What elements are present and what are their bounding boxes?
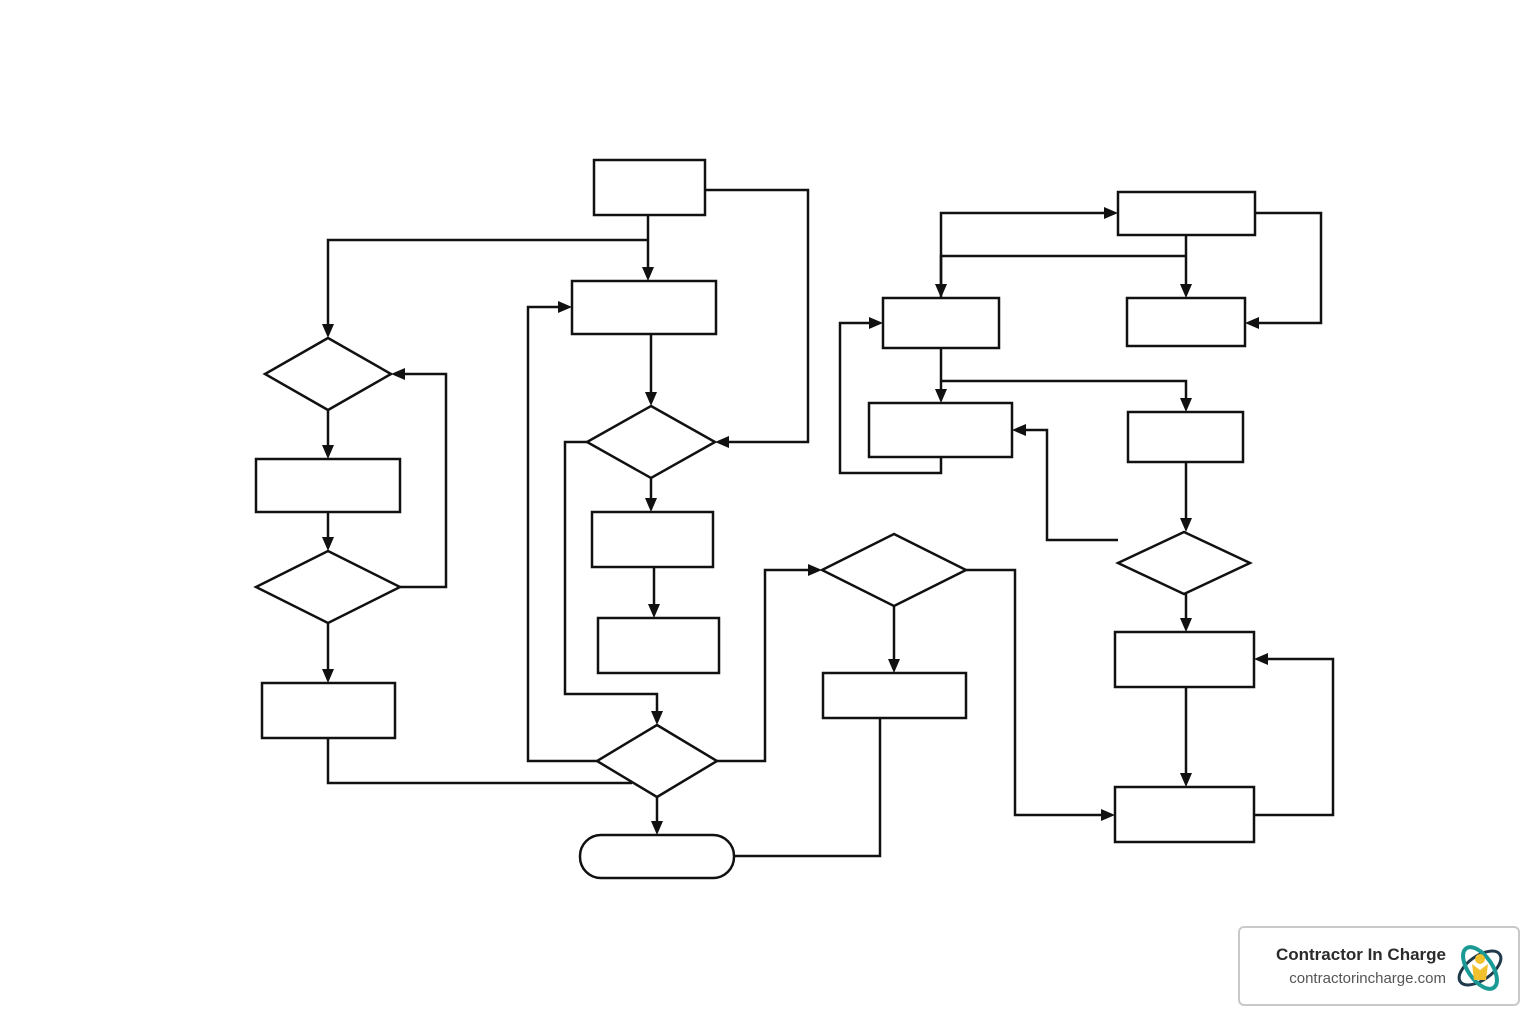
arrowhead bbox=[322, 669, 334, 683]
decision-diamond bbox=[819, 532, 969, 608]
arrowhead bbox=[1180, 284, 1192, 298]
connector-line bbox=[939, 211, 1108, 298]
connector-line bbox=[705, 188, 810, 444]
brand-url: contractorincharge.com bbox=[1289, 970, 1446, 987]
process-box bbox=[260, 681, 397, 740]
arrowhead bbox=[1104, 207, 1118, 219]
arrowhead bbox=[715, 436, 729, 448]
arrowhead bbox=[645, 498, 657, 512]
process-box bbox=[570, 279, 718, 336]
arrowhead bbox=[322, 537, 334, 551]
arrowhead bbox=[651, 821, 663, 835]
connector-line bbox=[966, 568, 1105, 817]
decision-diamond bbox=[1115, 530, 1253, 596]
arrowhead bbox=[869, 317, 883, 329]
decision-diamond bbox=[594, 723, 720, 799]
process-box bbox=[1116, 190, 1257, 237]
arrowhead bbox=[1180, 518, 1192, 532]
arrowhead bbox=[1180, 398, 1192, 412]
connector-line bbox=[939, 254, 1186, 288]
flowchart-nodes bbox=[253, 158, 1257, 880]
arrowhead bbox=[322, 445, 334, 459]
arrowhead bbox=[1180, 773, 1192, 787]
connector-line bbox=[838, 321, 943, 475]
process-box bbox=[1126, 410, 1245, 464]
process-box bbox=[821, 671, 968, 720]
connector-line bbox=[734, 718, 882, 858]
process-box bbox=[592, 158, 707, 217]
decision-diamond bbox=[262, 336, 394, 412]
watermark-badge: Contractor In Charge contractorincharge.… bbox=[1238, 926, 1520, 1006]
arrowhead bbox=[935, 284, 947, 298]
process-box bbox=[1113, 785, 1256, 844]
connector-lines bbox=[326, 188, 1335, 858]
arrowhead bbox=[648, 604, 660, 618]
connector-line bbox=[400, 372, 448, 589]
process-box bbox=[1113, 630, 1256, 689]
arrowhead bbox=[888, 659, 900, 673]
connector-line bbox=[526, 305, 597, 763]
connector-line bbox=[941, 379, 1188, 402]
arrowhead bbox=[808, 564, 822, 576]
arrowhead bbox=[558, 301, 572, 313]
connector-arrowheads bbox=[322, 207, 1268, 835]
arrowhead bbox=[642, 267, 654, 281]
decision-diamond bbox=[584, 404, 718, 480]
brand-name: Contractor In Charge bbox=[1275, 945, 1446, 964]
arrowhead bbox=[935, 389, 947, 403]
connector-line bbox=[1022, 428, 1118, 542]
arrowhead bbox=[322, 324, 334, 338]
terminator-node bbox=[578, 833, 736, 880]
connector-line bbox=[717, 568, 812, 763]
connector-line bbox=[1254, 657, 1335, 817]
connector-line bbox=[1255, 211, 1323, 325]
arrowhead bbox=[651, 711, 663, 725]
arrowhead bbox=[1101, 809, 1115, 821]
process-box bbox=[596, 616, 721, 675]
process-box bbox=[1125, 296, 1247, 348]
process-box bbox=[590, 510, 715, 569]
process-box bbox=[867, 401, 1014, 459]
arrowhead bbox=[1245, 317, 1259, 329]
connector-line bbox=[563, 440, 659, 715]
decision-diamond bbox=[253, 549, 403, 625]
arrowhead bbox=[1254, 653, 1268, 665]
orbit-person-logo-icon bbox=[1457, 945, 1503, 991]
arrowhead bbox=[645, 392, 657, 406]
arrowhead bbox=[1012, 424, 1026, 436]
connector-line bbox=[326, 238, 648, 328]
connector-line bbox=[326, 738, 632, 785]
arrowhead bbox=[1180, 618, 1192, 632]
arrowhead bbox=[391, 368, 405, 380]
process-box bbox=[881, 296, 1001, 350]
process-box bbox=[254, 457, 402, 514]
